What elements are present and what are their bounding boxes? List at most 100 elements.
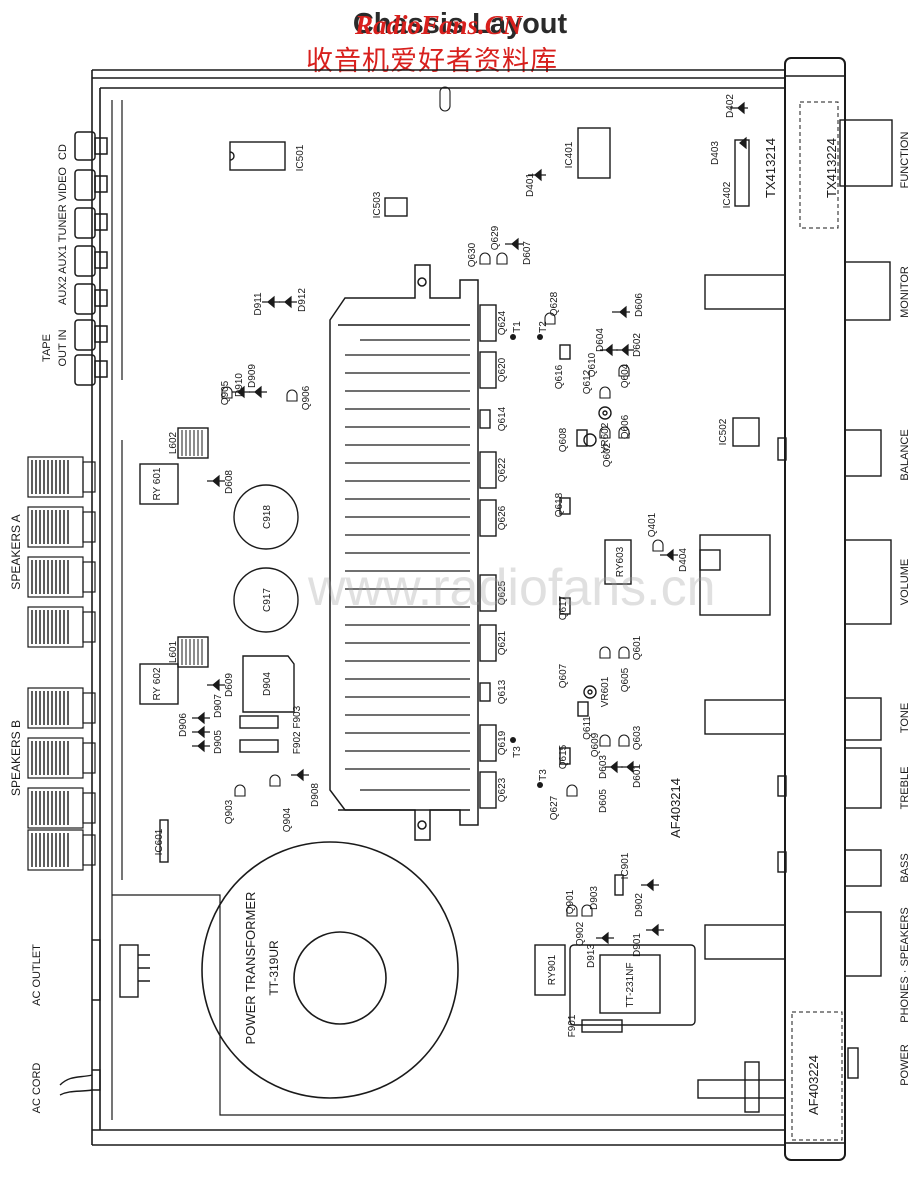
header: Chassis Layout [0, 8, 920, 40]
label-ry601: RY 601 [152, 467, 163, 500]
label-d910: D910 [234, 373, 245, 397]
label-q613: Q613 [497, 679, 508, 704]
ic901 [614, 874, 624, 896]
diodes [192, 101, 748, 945]
label-q624: Q624 [497, 310, 508, 335]
label-q622: Q622 [497, 457, 508, 482]
label-ic501: IC501 [295, 144, 306, 171]
label-q623: Q623 [497, 777, 508, 802]
ac-outlet [59, 939, 150, 1096]
label-d402: D402 [725, 94, 736, 118]
label-c918: C918 [262, 505, 273, 529]
chassis-frame [91, 69, 785, 1146]
label-d401: D401 [525, 173, 536, 197]
label-d902: D902 [634, 893, 645, 917]
speaker-terminals [27, 456, 96, 871]
label-function: FUNCTION [899, 132, 911, 189]
label-q905: Q905 [220, 380, 231, 405]
label-af403224: AF403224 [806, 1055, 821, 1115]
label-d609: D609 [224, 673, 235, 697]
front-board [799, 101, 839, 229]
power-board [791, 1011, 843, 1141]
relay-ry602 [139, 663, 179, 705]
label-t3-a: T3 [512, 746, 523, 758]
label-q601: Q601 [632, 635, 643, 660]
label-ic901: IC901 [620, 852, 631, 879]
label-q612: Q612 [582, 369, 593, 394]
rear-jacks [74, 131, 108, 386]
label-q626: Q626 [497, 505, 508, 530]
coil-l602 [177, 427, 209, 459]
watermark-chinese: 收音机爱好者资料库 [306, 46, 558, 77]
label-d906: D906 [178, 713, 189, 737]
label-tone: TONE [899, 703, 911, 733]
cap-c918 [233, 484, 299, 550]
label-tx413214: TX413214 [763, 138, 778, 198]
label-phones-speakers: PHONES · SPEAKERS [899, 907, 911, 1023]
coil-l601 [177, 636, 209, 668]
label-vr601: VR601 [600, 676, 611, 707]
label-q609: Q609 [590, 732, 601, 757]
label-tx413224: TX413224 [824, 138, 839, 198]
label-tape: TAPE [41, 334, 53, 362]
label-vr602: VR602 [600, 422, 611, 453]
test-points [510, 334, 543, 788]
watermark-english: RadioFans.CN [355, 10, 523, 40]
label-d909: D909 [247, 364, 258, 388]
label-d601: D601 [632, 764, 643, 788]
label-q625: Q625 [497, 580, 508, 605]
label-bass: BASS [899, 853, 911, 882]
label-tt231nf: TT-231NF [625, 962, 636, 1007]
power-transistors [479, 304, 497, 809]
label-q620: Q620 [497, 357, 508, 382]
label-f901: F901 [567, 1014, 578, 1037]
label-q606: Q606 [620, 414, 631, 439]
relay-ry601 [139, 463, 179, 505]
label-d605: D605 [598, 789, 609, 813]
label-t1: T1 [512, 321, 523, 333]
label-ic402: IC402 [722, 181, 733, 208]
label-cd: CD [57, 144, 69, 160]
label-ry602: RY 602 [152, 667, 163, 700]
label-t2: T2 [538, 321, 549, 333]
label-q621: Q621 [497, 630, 508, 655]
label-volume: VOLUME [899, 559, 911, 605]
label-ac-cord: AC CORD [31, 1063, 43, 1114]
label-d901: D901 [632, 933, 643, 957]
label-balance: BALANCE [899, 429, 911, 480]
ic503 [384, 197, 408, 217]
label-speakers-a: SPEAKERS A [9, 514, 23, 589]
label-f902-f903: F902 F903 [292, 705, 303, 754]
label-d607: D607 [522, 241, 533, 265]
label-q605: Q605 [620, 667, 631, 692]
label-q608: Q608 [558, 427, 569, 452]
label-ic401: IC401 [564, 141, 575, 168]
label-q401: Q401 [647, 512, 658, 537]
label-af403214: AF403214 [668, 778, 683, 838]
label-d608: D608 [224, 470, 235, 494]
ics [159, 127, 787, 960]
label-q903: Q903 [224, 799, 235, 824]
label-d403: D403 [710, 141, 721, 165]
ic402 [734, 139, 750, 207]
label-d904: D904 [262, 672, 273, 696]
label-tt319ur: TT-319UR [267, 940, 281, 996]
small-transistors [221, 86, 664, 917]
label-d903: D903 [589, 886, 600, 910]
cap-c917 [233, 567, 299, 633]
label-q630: Q630 [467, 242, 478, 267]
label-d404: D404 [678, 548, 689, 572]
label-ry603: RY603 [615, 546, 626, 577]
label-ic601: IC601 [154, 828, 165, 855]
label-monitor: MONITOR [899, 266, 911, 318]
label-l601: L601 [168, 640, 179, 663]
label-d908: D908 [310, 783, 321, 807]
front-panel [784, 57, 846, 1161]
relay-ry901 [534, 944, 566, 996]
label-q618: Q618 [554, 492, 565, 517]
label-d911: D911 [253, 292, 264, 316]
passives [139, 119, 893, 1113]
label-speakers-b: SPEAKERS B [9, 720, 23, 796]
label-q901: Q901 [565, 889, 576, 914]
